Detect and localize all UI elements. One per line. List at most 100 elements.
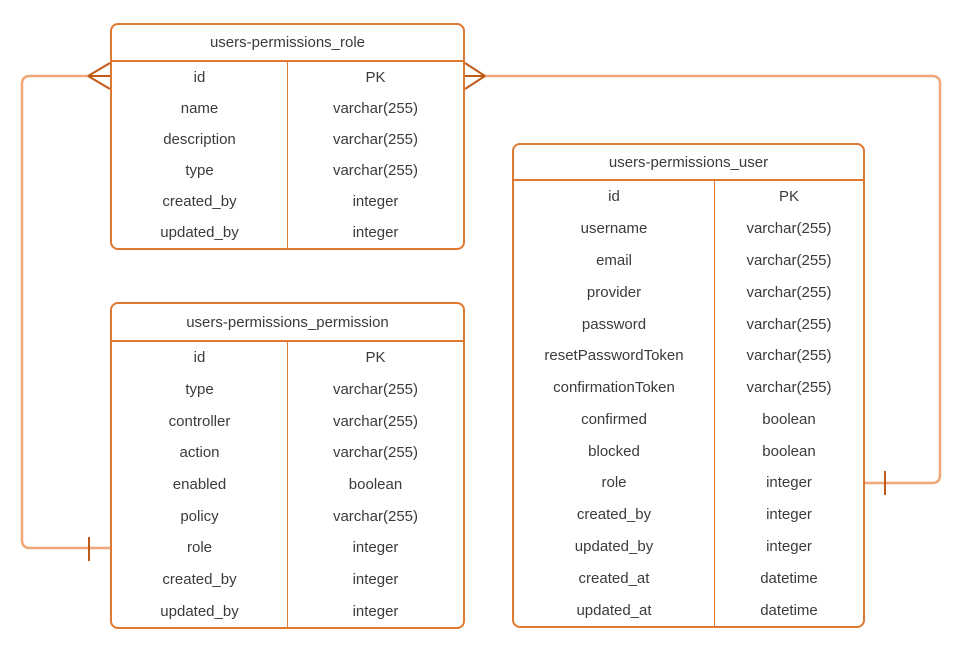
field-name: created_by (162, 571, 237, 589)
field-row[interactable]: email varchar(255) (514, 244, 863, 277)
field-row[interactable]: type varchar(255) (112, 373, 463, 406)
field-type: varchar(255) (287, 373, 463, 406)
field-row[interactable]: type varchar(255) (112, 155, 463, 186)
field-name: type (185, 381, 214, 398)
field-row[interactable]: confirmationToken varchar(255) (514, 371, 863, 404)
field-row[interactable]: updated_at datetime (514, 594, 863, 626)
field-type: integer (287, 532, 463, 564)
field-row[interactable]: name varchar(255) (112, 93, 463, 124)
field-name: id (193, 69, 206, 86)
entity-fields: id PK name varchar(255) description varchar(2… (112, 62, 463, 248)
field-type: varchar(255) (287, 405, 463, 438)
field-name: enabled (172, 476, 227, 494)
field-row[interactable]: action varchar(255) (112, 437, 463, 469)
field-row[interactable]: policy varchar(255) (112, 500, 463, 533)
field-type: integer (714, 530, 863, 563)
field-name: updated_by (574, 537, 654, 555)
field-row[interactable]: username varchar(255) (514, 212, 863, 245)
field-name: name (180, 100, 219, 117)
field-name: id (608, 188, 620, 206)
field-type: boolean (287, 468, 463, 501)
field-row[interactable]: provider varchar(255) (514, 276, 863, 309)
field-row[interactable]: role integer (514, 467, 863, 499)
field-row[interactable]: updated_by integer (112, 217, 463, 248)
field-row[interactable]: updated_by integer (112, 595, 463, 628)
field-type: varchar(255) (287, 437, 463, 469)
field-name: resetPasswordToken (544, 347, 684, 365)
field-type: PK (714, 181, 863, 213)
field-row[interactable]: created_at datetime (514, 562, 863, 595)
field-type: varchar(255) (714, 308, 863, 340)
field-name: id (193, 349, 206, 367)
field-row[interactable]: controller varchar(255) (112, 405, 463, 438)
field-name: blocked (588, 442, 640, 460)
field-type: integer (714, 467, 863, 499)
field-name: confirmationToken (553, 379, 675, 397)
field-row[interactable]: updated_by integer (514, 530, 863, 563)
field-type: integer (287, 563, 463, 596)
field-type: varchar(255) (714, 212, 863, 245)
field-type: datetime (714, 562, 863, 595)
field-name: controller (168, 412, 231, 430)
field-type: PK (287, 62, 463, 93)
field-name: description (163, 131, 236, 148)
field-row[interactable]: password varchar(255) (514, 308, 863, 340)
field-type: varchar(255) (287, 93, 463, 124)
field-row[interactable]: description varchar(255) (112, 124, 463, 155)
crows-foot-many-icon (464, 62, 486, 90)
field-type: PK (287, 342, 463, 374)
field-type: varchar(255) (714, 244, 863, 277)
field-type: datetime (714, 594, 863, 626)
field-name: updated_by (160, 224, 239, 241)
field-name: action (179, 444, 220, 462)
field-row[interactable]: created_by integer (112, 563, 463, 596)
field-type: varchar(255) (287, 500, 463, 533)
field-name: updated_at (576, 601, 652, 619)
field-name: type (185, 162, 214, 179)
field-name: created_by (576, 506, 652, 524)
field-row[interactable]: confirmed boolean (514, 403, 863, 436)
field-type: varchar(255) (714, 371, 863, 404)
field-name: updated_by (160, 602, 239, 620)
field-name: created_at (578, 569, 650, 587)
field-name: policy (180, 507, 219, 525)
relation-line[interactable] (20, 74, 110, 550)
field-row[interactable]: resetPasswordToken varchar(255) (514, 339, 863, 372)
entity-fields: id PK type varchar(255) controller varchar(25… (112, 342, 463, 628)
field-name: role (601, 474, 627, 492)
field-row[interactable]: id PK (112, 342, 463, 374)
field-row[interactable]: enabled boolean (112, 468, 463, 501)
field-type: varchar(255) (287, 124, 463, 155)
entity-title: users-permissions_role (112, 25, 463, 62)
crows-foot-many-icon (87, 62, 111, 90)
field-name: password (581, 315, 647, 333)
field-name: role (186, 539, 212, 557)
field-name: username (580, 220, 648, 238)
field-row[interactable]: id PK (112, 62, 463, 93)
field-type: varchar(255) (714, 339, 863, 372)
field-row[interactable]: id PK (514, 181, 863, 213)
field-type: boolean (714, 435, 863, 468)
field-type: boolean (714, 403, 863, 436)
field-row[interactable]: role integer (112, 532, 463, 564)
field-type: integer (287, 595, 463, 628)
field-name: provider (586, 283, 642, 301)
field-type: integer (287, 217, 463, 248)
field-name: confirmed (581, 410, 647, 428)
relation-role-permission[interactable] (20, 62, 111, 561)
entity-title: users-permissions_permission (112, 304, 463, 342)
field-type: integer (714, 498, 863, 531)
field-row[interactable]: blocked boolean (514, 435, 863, 468)
field-row[interactable]: created_by integer (514, 498, 863, 531)
field-type: integer (287, 186, 463, 217)
field-type: varchar(255) (714, 276, 863, 309)
field-name: email (596, 251, 632, 269)
entity-fields: id PK username varchar(255) email varchar(255… (514, 181, 863, 626)
field-type: varchar(255) (287, 155, 463, 186)
entity-title: users-permissions_user (514, 145, 863, 181)
